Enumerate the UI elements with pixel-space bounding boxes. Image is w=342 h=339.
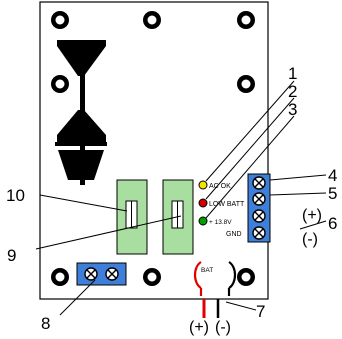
battery-label: BAT [201, 267, 213, 274]
terminal-screw [252, 226, 266, 240]
output-positive-sign: (+) [302, 207, 322, 224]
output-negative-sign: (-) [302, 231, 318, 248]
mounting-hole [237, 11, 255, 29]
terminal-screw [252, 192, 266, 206]
terminal-screw [252, 209, 266, 223]
terminal-screw [84, 267, 98, 281]
leader-lines [35, 80, 327, 316]
mounting-hole [143, 11, 161, 29]
callout-7: 7 [256, 302, 265, 321]
mounting-hole [51, 11, 69, 29]
callout-2: 2 [288, 82, 297, 101]
led-label-ac-ok: AC OK [209, 183, 231, 190]
terminal-label-gnd: GND [226, 231, 242, 238]
callout-4: 4 [328, 166, 337, 185]
terminal-screw [252, 176, 266, 190]
terminal-screw [105, 267, 119, 281]
led-low-batt [198, 198, 208, 208]
callout-3: 3 [288, 100, 297, 119]
mounting-hole [237, 268, 255, 286]
mounting-hole [51, 268, 69, 286]
led-13-8v [198, 216, 208, 226]
battery-positive-sign: (+) [189, 319, 209, 336]
battery-negative-sign: (-) [215, 319, 231, 336]
heatsink [55, 40, 107, 185]
callout-8: 8 [41, 314, 50, 333]
callout-9: 9 [7, 246, 16, 265]
led-label-low-batt: LOW BATT [209, 201, 245, 208]
mounting-hole [143, 268, 161, 286]
battery-connector [193, 261, 237, 296]
input-terminal-block [76, 262, 127, 286]
mounting-holes [51, 11, 255, 286]
callout-10: 10 [6, 186, 25, 205]
fuse-holder-10 [116, 179, 148, 255]
callout-1: 1 [288, 64, 297, 83]
mounting-hole [237, 75, 255, 93]
led-label-13-8v: + 13.8V [209, 219, 232, 226]
callout-5: 5 [328, 184, 337, 203]
mounting-hole [51, 75, 69, 93]
callout-6: 6 [328, 214, 337, 233]
led-ac-ok [198, 180, 208, 190]
output-terminal-block [247, 173, 271, 243]
